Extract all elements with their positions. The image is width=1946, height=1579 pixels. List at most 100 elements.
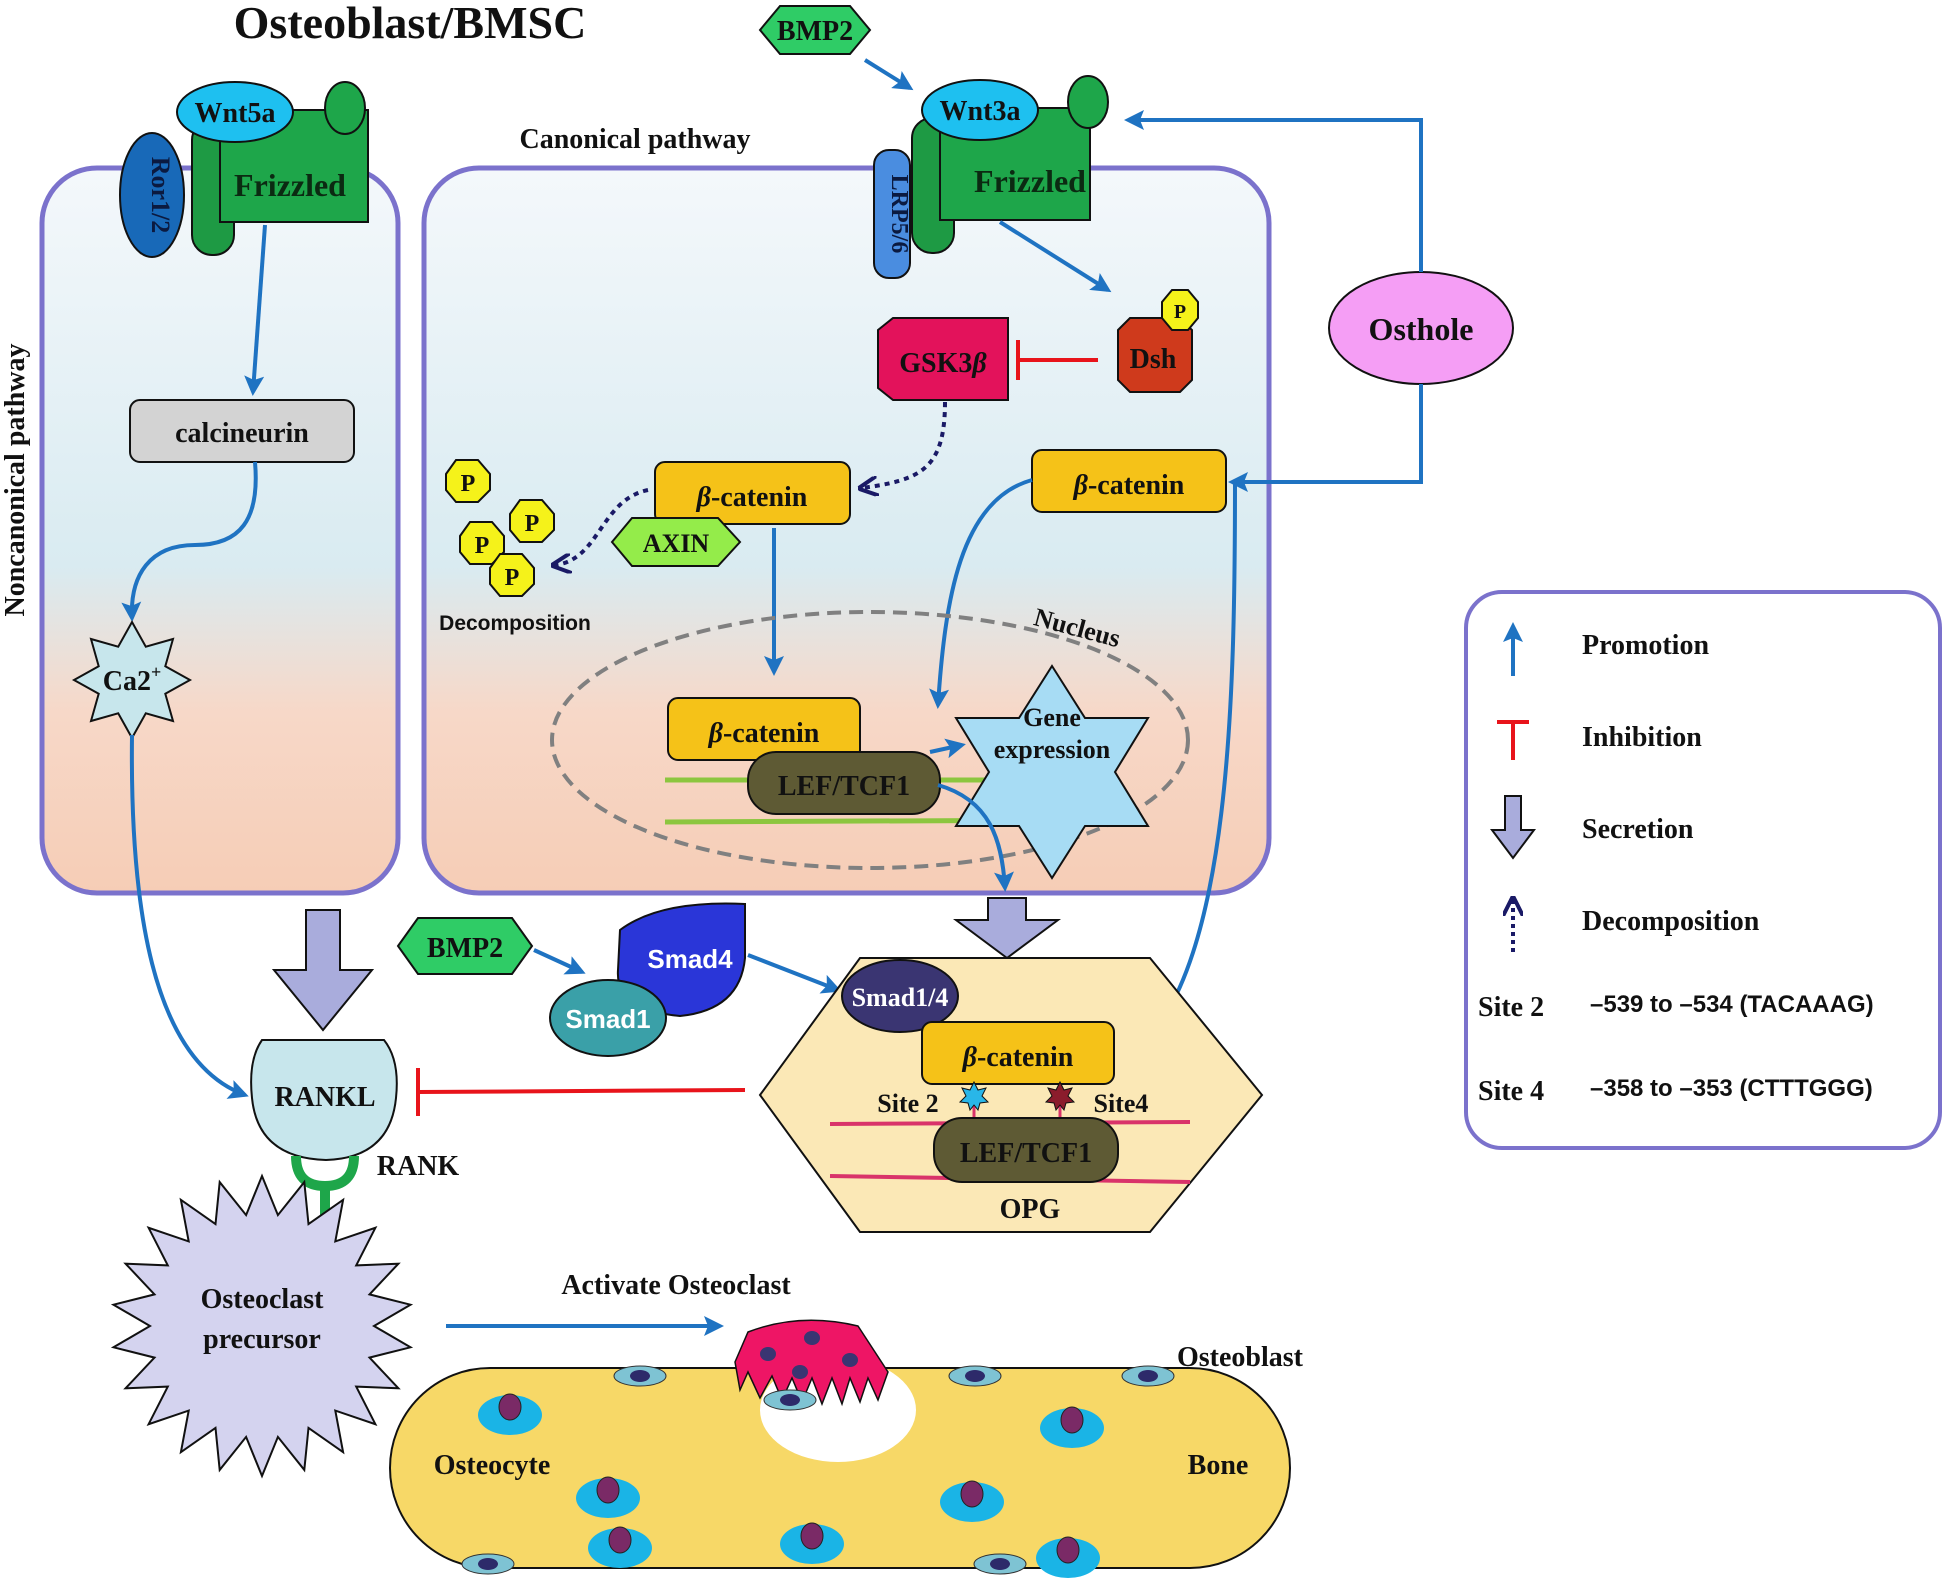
arrow-lef-to-gene: [929, 738, 966, 759]
svg-text:β-catenin: β-catenin: [696, 482, 808, 513]
svg-text:LRP5/6: LRP5/6: [886, 175, 912, 254]
svg-text:β-catenin: β-catenin: [962, 1042, 1074, 1073]
axin-protein: AXIN: [610, 517, 742, 567]
svg-text:P: P: [1174, 301, 1186, 323]
arrow-betacatenin-to-gene: [929, 478, 1033, 709]
svg-text:Wnt5a: Wnt5a: [195, 98, 276, 129]
lef-tcf1-nucleus: LEF/TCF1: [747, 751, 941, 815]
svg-text:β-catenin: β-catenin: [1073, 470, 1185, 501]
opg-promoter-hexagon: [758, 957, 1264, 1233]
svg-text:Ca2+: Ca2+: [103, 662, 162, 697]
osteocyte-nucleus: [800, 1522, 824, 1550]
svg-text:Wnt3a: Wnt3a: [940, 96, 1021, 127]
calcineurin-box: calcineurin: [129, 399, 355, 463]
osteoblast-nucleus: [630, 1370, 650, 1382]
legend-inhibition-icon: [1497, 720, 1529, 760]
gene-expression-star: Gene expression: [954, 664, 1150, 880]
svg-text:Osthole: Osthole: [1369, 311, 1474, 347]
arrow-lef-to-opg: [937, 783, 1014, 892]
bmp2-top-label: BMP2: [777, 16, 853, 47]
canonical-pathway-label: Canonical pathway: [519, 124, 750, 155]
wnt5a-ligand: Wnt5a: [176, 81, 294, 143]
frizzled-label-left: Frizzled: [234, 167, 346, 203]
arrow-frizzled-to-calcineurin: [244, 224, 267, 396]
calcium-ion: Ca2+: [71, 619, 193, 741]
decomposition-label: Decomposition: [439, 612, 591, 635]
smad1: Smad1: [549, 979, 667, 1057]
svg-text:P: P: [525, 511, 540, 537]
osteocyte-nucleus: [498, 1393, 522, 1421]
nucleus: [550, 610, 1190, 870]
beta-catenin-opg: β-catenin: [921, 1021, 1115, 1085]
bmp2-bottom-label: BMP2: [427, 933, 503, 964]
legend-decomposition-label: Decomposition: [1582, 906, 1760, 937]
legend-box: [1464, 590, 1942, 1150]
inhibit-opg-rankl: [417, 1088, 746, 1094]
decomp-gsk3b-to-betacatenin: [862, 401, 947, 488]
smad4: Smad4: [616, 902, 746, 1018]
wnt3a-ligand: Wnt3a: [921, 79, 1039, 141]
legend-promotion-label: Promotion: [1582, 630, 1709, 661]
arrow-osthole-to-wnt3a: [1124, 110, 1423, 272]
legend-secretion-icon: [1490, 795, 1536, 860]
osteocyte-nucleus: [596, 1476, 620, 1504]
osteocyte-label: Osteocyte: [434, 1450, 551, 1481]
legend-site2-label: Site 2: [1478, 992, 1544, 1023]
legend-inhibition-label: Inhibition: [1582, 722, 1702, 753]
gsk3b-box: GSK3β: [877, 317, 1009, 401]
arrow-ca-to-rankl: [129, 734, 249, 1099]
secretion-arrow-left: [271, 909, 375, 1032]
osteocyte-nucleus: [1056, 1536, 1080, 1564]
osteoblast-nucleus: [1138, 1370, 1158, 1382]
arrow-bmp2-to-wnt3a: [863, 58, 914, 91]
svg-text:Gene: Gene: [1023, 703, 1081, 732]
osteoblast-nucleus: [478, 1558, 498, 1570]
bmp2-bottom: [396, 917, 534, 975]
secretion-arrow-right: [952, 897, 1062, 960]
lrp56-coreceptor: LRP5/6: [873, 149, 912, 279]
svg-text:P: P: [475, 533, 490, 559]
svg-text:expression: expression: [994, 735, 1111, 764]
svg-text:Ror1/2: Ror1/2: [146, 157, 175, 234]
arrow-calcineurin-to-ca: [121, 461, 258, 622]
legend-site2-value: –539 to –534 (TACAAAG): [1590, 991, 1874, 1018]
osteoblast-label: Osteoblast: [1177, 1342, 1304, 1373]
arrow-frizzled-to-dsh: [998, 220, 1112, 293]
lef-tcf1-opg: LEF/TCF1: [933, 1117, 1119, 1183]
osteoblast-nucleus: [780, 1394, 800, 1406]
svg-text:β-catenin: β-catenin: [708, 718, 820, 749]
decomp-betacatenin-to-p: [555, 488, 649, 565]
svg-text:calcineurin: calcineurin: [175, 418, 309, 449]
svg-text:Smad1: Smad1: [565, 1004, 650, 1034]
legend-site4-label: Site 4: [1478, 1076, 1544, 1107]
dsh-phosphate: P: [1161, 289, 1199, 331]
bmp2-top: [758, 5, 872, 55]
osteocyte-cells: [478, 1393, 1104, 1578]
svg-text:precursor: precursor: [203, 1324, 321, 1355]
opg-label: OPG: [1000, 1194, 1061, 1225]
svg-text:LEF/TCF1: LEF/TCF1: [960, 1138, 1092, 1169]
site4-label: Site4: [1094, 1089, 1149, 1118]
ror12-coreceptor: Ror1/2: [119, 132, 185, 258]
osteocyte-nucleus: [608, 1526, 632, 1554]
osteoblast-nucleus: [965, 1370, 985, 1382]
svg-text:GSK3β: GSK3β: [899, 348, 987, 379]
phosphate-cluster: P P P P: [445, 459, 555, 597]
beta-catenin-right: β-catenin: [1031, 449, 1227, 513]
site2-label: Site 2: [877, 1089, 938, 1118]
osteocyte-nucleus: [1060, 1406, 1084, 1434]
legend-secretion-label: Secretion: [1582, 814, 1694, 845]
smad14-complex: Smad1/4: [841, 959, 959, 1033]
activate-osteoclast-label: Activate Osteoclast: [561, 1270, 791, 1301]
osteoblast-cells: [461, 1365, 1175, 1575]
beta-catenin-axin: β-catenin: [654, 461, 851, 525]
beta-catenin-nucleus: β-catenin: [667, 697, 861, 761]
osteoclast-precursor: Osteoclast precursor: [110, 1173, 414, 1479]
svg-text:LEF/TCF1: LEF/TCF1: [778, 771, 910, 802]
svg-text:Smad1/4: Smad1/4: [852, 983, 949, 1012]
frizzled-label-right: Frizzled: [974, 163, 1086, 199]
svg-text:Osteoclast: Osteoclast: [201, 1284, 325, 1315]
noncanonical-compartment: [39, 165, 401, 896]
bone-label: Bone: [1188, 1450, 1249, 1481]
